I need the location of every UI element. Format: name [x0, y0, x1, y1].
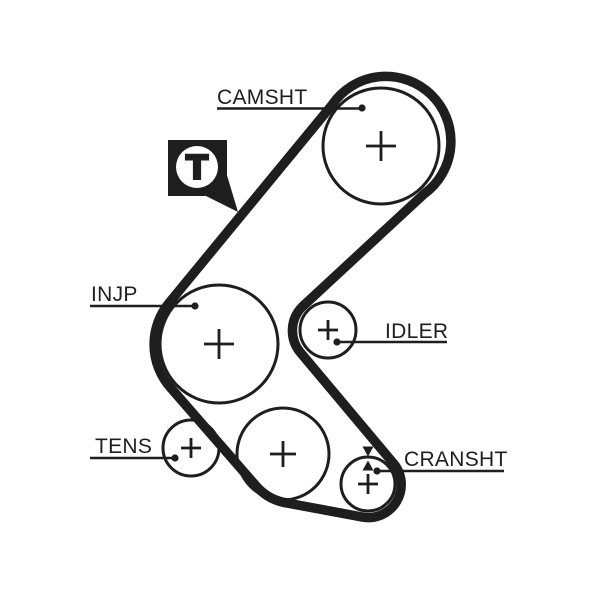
camshaft-label: CAMSHT [217, 86, 307, 109]
injection-pump-center-mark [204, 329, 234, 359]
injection-pump-label: INJP [91, 283, 138, 306]
idler-leader-dot [333, 338, 341, 346]
crankshaft-label: CRANSHT [404, 448, 508, 471]
tensioner-callout: TENS [90, 435, 179, 462]
crankshaft-timing-mark-down-icon [362, 446, 374, 457]
tensioner-icon-letter: T [186, 148, 209, 187]
crankshaft-timing-mark-up-icon [362, 460, 374, 471]
tensioner-center-mark [181, 438, 201, 458]
camshaft-center-mark [366, 131, 396, 161]
idler-center-mark [318, 320, 338, 340]
tensioner-icon: T [168, 140, 238, 212]
idler-callout: IDLER [333, 320, 448, 346]
idler-label: IDLER [385, 320, 448, 343]
injection-pump-callout: INJP [90, 283, 199, 310]
crankshaft-leader-dot [373, 467, 381, 475]
injection-pump-leader-dot [191, 302, 199, 310]
crankshaft-center-mark [358, 474, 378, 494]
tensioner-label: TENS [95, 435, 152, 458]
timing-belt [149, 71, 456, 523]
tensioner-icon-circle [176, 146, 218, 188]
crankshaft-callout: CRANSHT [373, 448, 507, 475]
tensioner-leader-dot [171, 454, 179, 462]
camshaft-callout: CAMSHT [217, 86, 366, 112]
water-pump-center-mark [270, 441, 296, 467]
tensioner-icon-pointer [204, 172, 238, 212]
camshaft-leader-dot [358, 104, 366, 112]
